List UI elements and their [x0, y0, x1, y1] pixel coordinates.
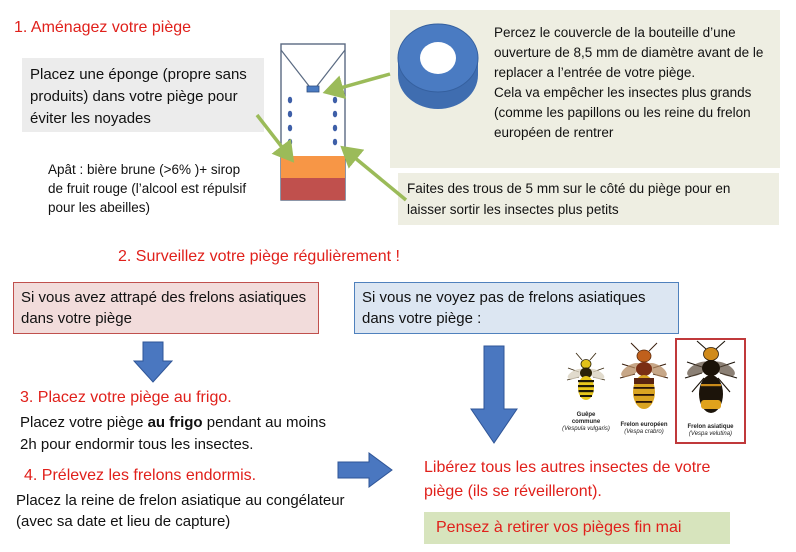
common-wasp-photo	[566, 352, 606, 400]
asian-hornet-name: Frelon asiatique	[687, 424, 734, 430]
lid-note-line1: Percez le couvercle de la bouteille d’un…	[494, 25, 764, 80]
holes-note-text: Faites des trous de 5 mm sur le côté du …	[407, 181, 731, 217]
asian-hornet-caption: Frelon asiatique (Vespa velutina)	[677, 424, 744, 438]
european-hornet-name: Frelon européen	[620, 422, 668, 428]
reminder-text: Pensez à retirer vos pièges fin mai	[436, 519, 682, 536]
step3-heading: 3. Placez votre piège au frigo.	[20, 389, 232, 406]
holes-note-box: Faites des trous de 5 mm sur le côté du …	[398, 173, 779, 225]
asian-hornet-photo	[684, 340, 738, 413]
arrow-to-holes	[340, 145, 408, 202]
bottle-trap-illustration	[280, 43, 346, 201]
sponge-note: Placez une éponge (propre sans produits)…	[22, 58, 264, 132]
caught-box: Si vous avez attrapé des frelons asiatiq…	[13, 282, 319, 334]
step3-text: Placez votre piège au frigo pendant au m…	[20, 412, 330, 456]
release-text: Libérez tous les autres insectes de votr…	[424, 459, 711, 500]
green-arrows	[255, 72, 408, 202]
step4-text: Placez la reine de frelon asiatique au c…	[16, 492, 345, 530]
step1-heading: 1. Aménagez votre piège	[14, 19, 192, 36]
step4-heading: 4. Prélevez les frelons endormis.	[24, 467, 257, 484]
common-wasp-name: Guêpe commune	[571, 412, 601, 425]
step3-text-after: pendant au moins 2h pour endormir tous l…	[20, 414, 326, 453]
lid-note-line2: Cela va empêcher les insectes plus grand…	[494, 85, 752, 140]
caught-box-text: Si vous avez attrapé des frelons asiatiq…	[21, 289, 307, 327]
european-hornet-caption: Frelon européen (Vespa crabro)	[614, 422, 674, 436]
not-caught-box-text: Si vous ne voyez pas de frelons asiatiqu…	[362, 289, 646, 327]
right-arrow-to-release	[337, 452, 393, 488]
step2-heading: 2. Surveillez votre piège régulièrement …	[118, 248, 400, 265]
arrow-to-sponge	[255, 113, 295, 163]
step3-text-bold: au frigo	[147, 414, 203, 431]
down-arrow-not-caught	[470, 345, 518, 444]
common-wasp-latin: (Vespula vulgaris)	[562, 426, 610, 432]
common-wasp-caption: Guêpe commune (Vespula vulgaris)	[562, 412, 610, 433]
reminder-box: Pensez à retirer vos pièges fin mai	[424, 512, 730, 544]
arrow-to-cap	[322, 72, 391, 100]
lid-note-text: Percez le couvercle de la bouteille d’un…	[494, 23, 766, 143]
sponge-note-text: Placez une éponge (propre sans produits)…	[30, 66, 247, 127]
bait-note: Apât : bière brune (>6% )+ sirop de frui…	[48, 162, 247, 215]
not-caught-box: Si vous ne voyez pas de frelons asiatiqu…	[354, 282, 679, 334]
bait-layer	[281, 178, 345, 200]
bottle-cap-ring-icon	[397, 23, 479, 109]
bottle-cap-hole	[306, 85, 320, 93]
step3-text-before: Placez votre piège	[20, 414, 148, 431]
down-arrow-caught	[133, 341, 173, 383]
european-hornet-latin: (Vespa crabro)	[624, 429, 664, 435]
european-hornet-photo	[619, 342, 669, 409]
asian-hornet-latin: (Vespa velutina)	[688, 431, 733, 437]
sponge-layer	[281, 156, 345, 178]
